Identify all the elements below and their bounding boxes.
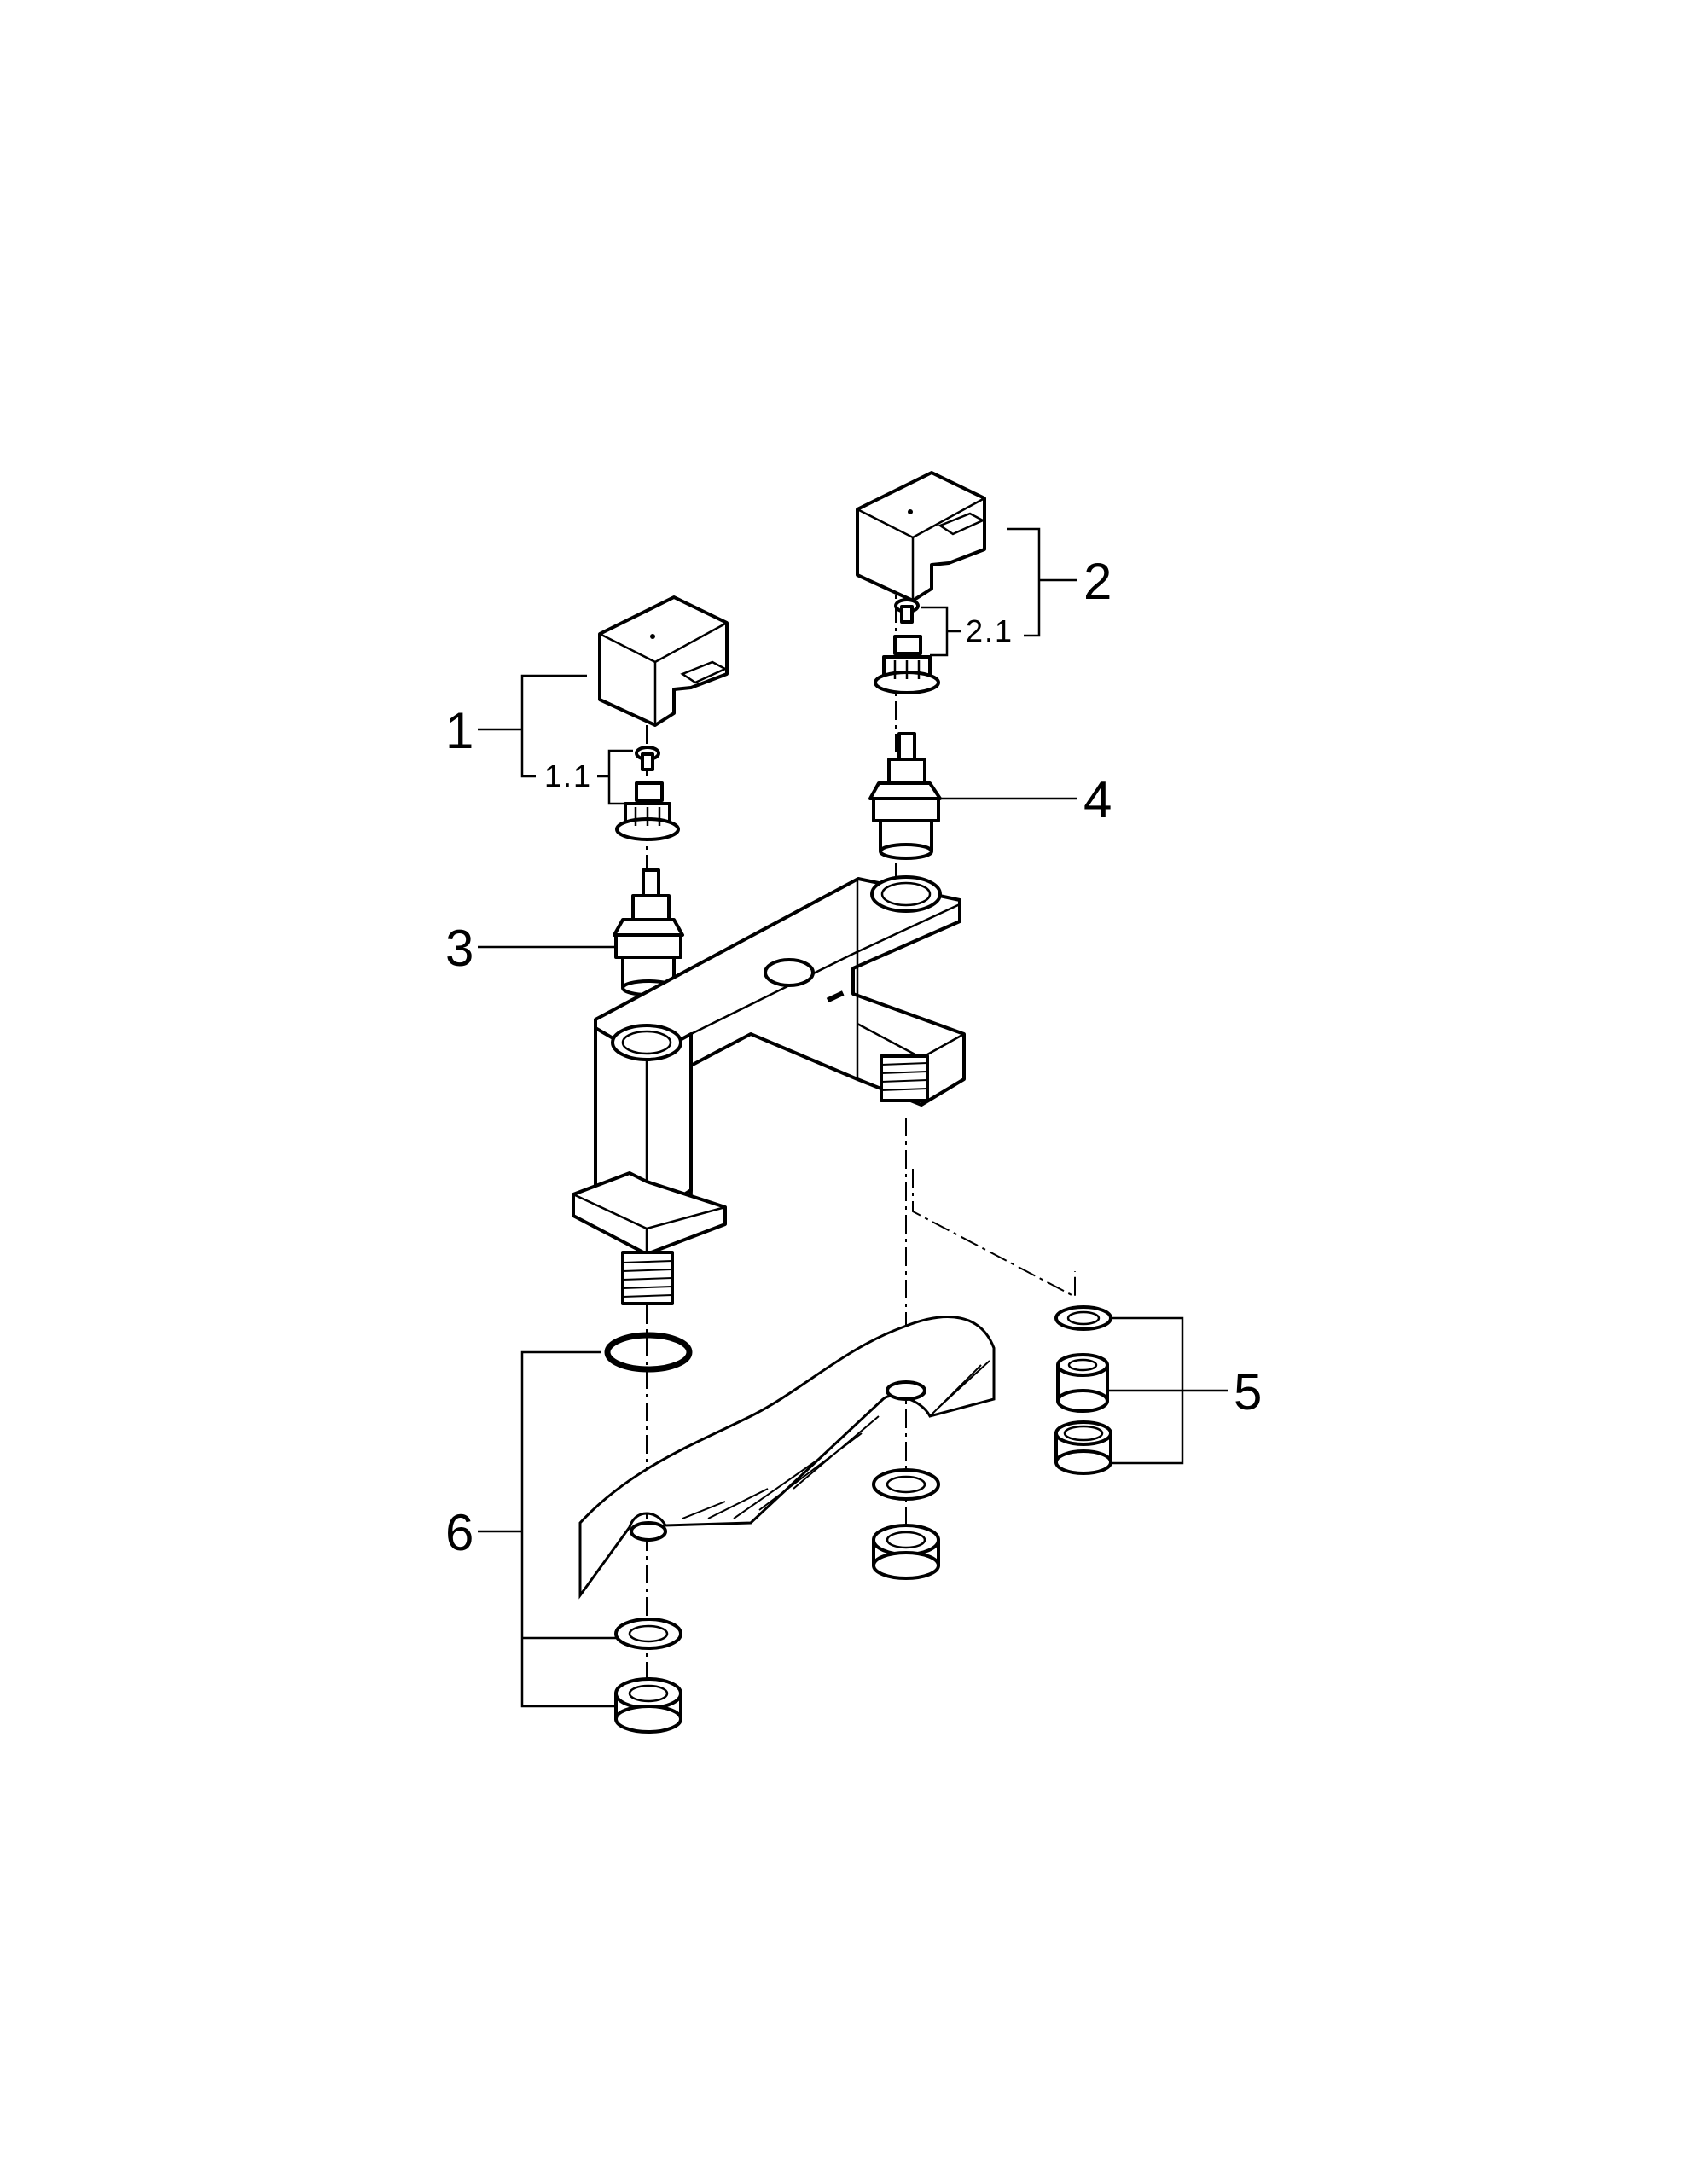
left-mounting-set bbox=[604, 1332, 693, 1734]
leader-lines bbox=[478, 527, 1228, 1708]
aerator-set bbox=[1054, 1305, 1112, 1475]
right-handle bbox=[856, 471, 986, 602]
left-handle bbox=[598, 595, 729, 727]
right-cartridge bbox=[868, 732, 942, 860]
callout-3: 3 bbox=[445, 920, 473, 977]
countertop-section bbox=[578, 1316, 996, 1600]
right-screw bbox=[894, 598, 920, 624]
callout-1-1: 1.1 bbox=[544, 758, 592, 793]
left-screw bbox=[635, 746, 660, 771]
faucet-body bbox=[572, 875, 966, 1305]
right-adapter bbox=[874, 635, 940, 694]
center-axis-lines bbox=[646, 572, 1076, 1728]
callout-2-1: 2.1 bbox=[966, 613, 1014, 648]
callout-6: 6 bbox=[445, 1504, 473, 1561]
left-adapter bbox=[615, 781, 680, 841]
callout-5: 5 bbox=[1234, 1363, 1262, 1420]
callout-4: 4 bbox=[1083, 771, 1112, 828]
left-cartridge bbox=[613, 868, 684, 996]
callout-2: 2 bbox=[1083, 553, 1112, 610]
right-mounting-set bbox=[872, 1468, 940, 1580]
callout-1: 1 bbox=[445, 702, 473, 759]
